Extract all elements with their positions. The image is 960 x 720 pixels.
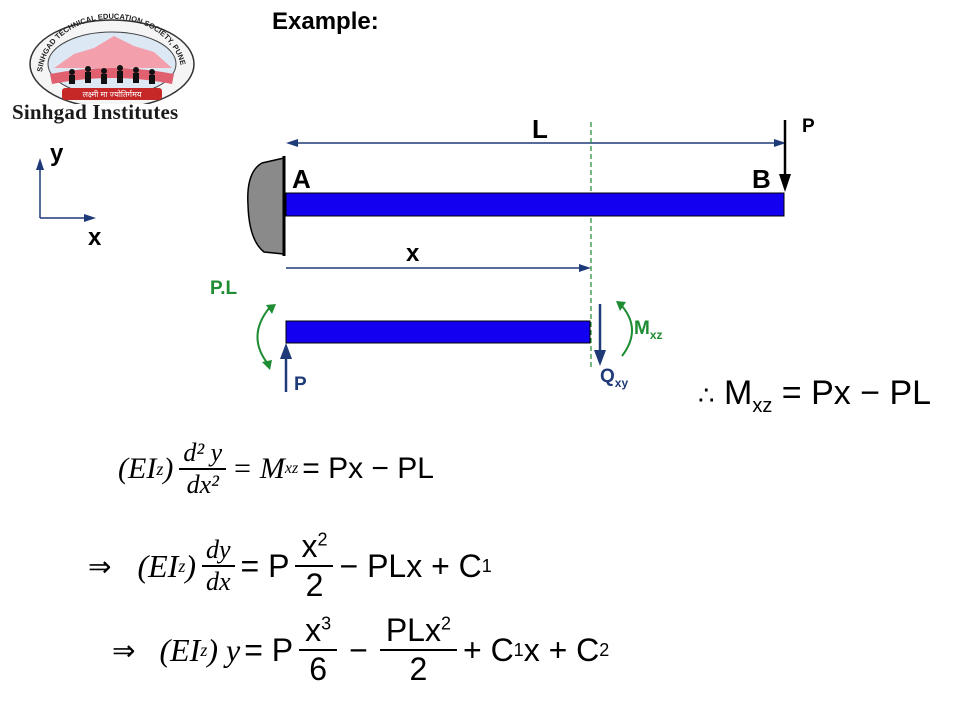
internal-moment-arc bbox=[621, 305, 633, 357]
free-body-beam bbox=[285, 320, 591, 344]
load-label: P bbox=[802, 116, 815, 137]
x-axis-label: x bbox=[88, 224, 102, 251]
reaction-force-arrow-icon bbox=[280, 343, 292, 359]
length-arrow-right-icon bbox=[774, 139, 786, 147]
x-dimension-arrow-icon bbox=[579, 264, 591, 272]
moment-reaction-label: P.L bbox=[210, 278, 238, 299]
logo-motto: लक्ष्मी मा ज्योतिर्गमय bbox=[83, 89, 142, 99]
y-axis-arrow-icon bbox=[36, 158, 44, 170]
y-axis-label: y bbox=[50, 140, 64, 167]
institute-name: Sinhgad Institutes bbox=[12, 100, 179, 124]
reaction-force-label: P bbox=[294, 374, 307, 395]
shear-force-arrow-icon bbox=[594, 350, 606, 366]
institute-logo: SINHGAD TECHNICAL EDUCATION SOCIETY, PUN… bbox=[29, 12, 195, 104]
moment-equation: ∴ Mxz = Px − PL bbox=[698, 374, 932, 417]
shear-label: Qxy bbox=[600, 366, 629, 390]
people-silhouettes-icon bbox=[69, 65, 155, 84]
length-arrow-left-icon bbox=[286, 139, 298, 147]
end-b-label: B bbox=[752, 164, 771, 194]
section-x-label: x bbox=[406, 240, 420, 267]
internal-moment-label: Mxz bbox=[634, 318, 663, 342]
coordinate-axes bbox=[36, 158, 96, 222]
load-arrow-icon bbox=[779, 174, 791, 192]
internal-moment-arrow-icon bbox=[616, 301, 626, 311]
beam-diagram bbox=[247, 120, 791, 392]
end-a-label: A bbox=[292, 164, 311, 194]
page-title: Example: bbox=[272, 8, 379, 35]
length-label: L bbox=[532, 114, 548, 144]
cantilever-beam bbox=[285, 192, 785, 217]
x-axis-arrow-icon bbox=[84, 214, 96, 222]
fixed-wall bbox=[247, 157, 285, 255]
reaction-moment-arc bbox=[256, 306, 271, 365]
reaction-moment-arrow-icon bbox=[266, 304, 276, 314]
